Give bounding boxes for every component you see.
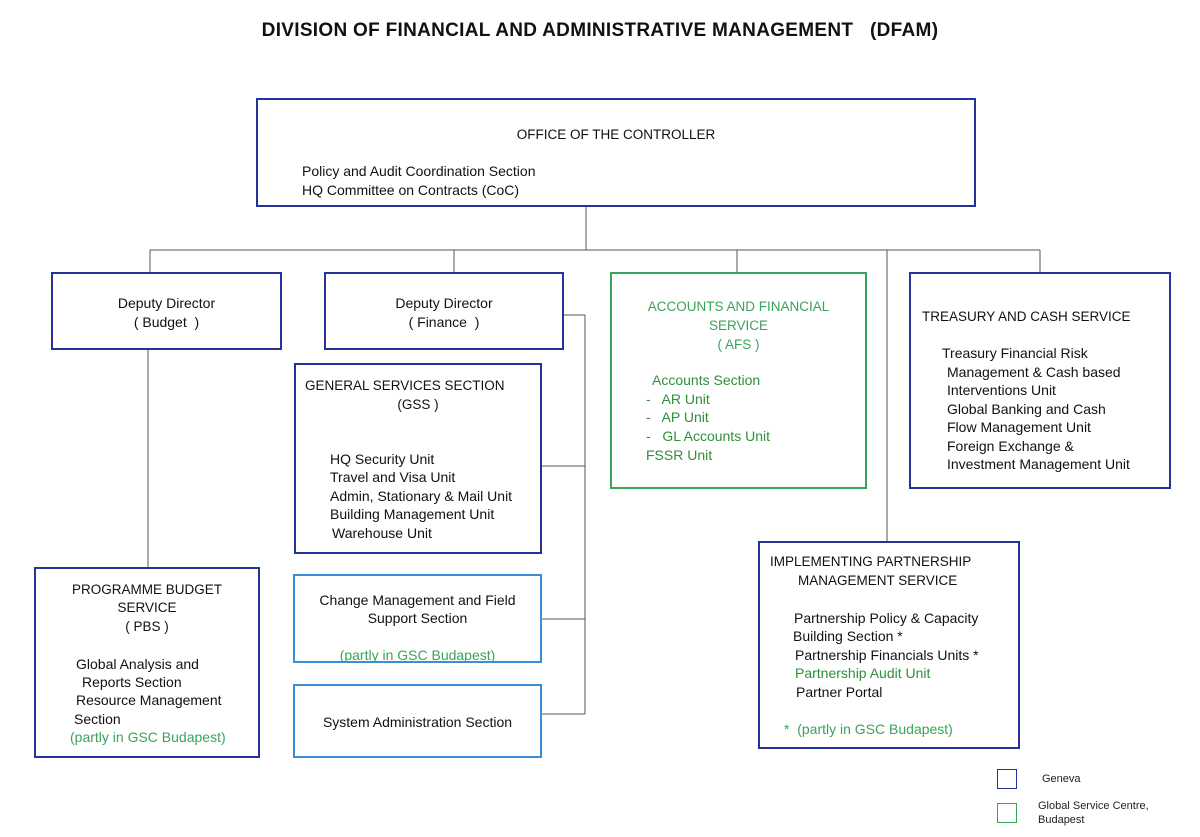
- ipms-item: Building Section *: [793, 628, 903, 644]
- deputy-director-finance-box: Deputy Director ( Finance ): [324, 272, 564, 350]
- office-of-controller-box: OFFICE OF THE CONTROLLER Policy and Audi…: [256, 98, 976, 207]
- pbs-header: ( PBS ): [125, 619, 169, 634]
- treasury-item: Interventions Unit: [947, 382, 1056, 398]
- legend-geneva-swatch: [997, 769, 1017, 789]
- gss-item: Admin, Stationary & Mail Unit: [330, 488, 513, 504]
- afs-item: Accounts Section: [652, 372, 761, 388]
- treasury-item: Investment Management Unit: [947, 456, 1130, 472]
- pbs-item: Global Analysis and: [76, 656, 199, 672]
- change-mgmt-line: Support Section: [367, 610, 468, 626]
- pbs-header: PROGRAMME BUDGET: [71, 582, 222, 597]
- afs-item: - AP Unit: [646, 409, 709, 425]
- sys-admin-label: System Administration Section: [322, 714, 513, 730]
- ipms-green-item: Partnership Audit Unit: [795, 665, 931, 681]
- change-mgmt-line: Change Management and Field: [319, 592, 516, 608]
- gss-item: Warehouse Unit: [332, 525, 432, 541]
- change-management-box: Change Management and Field Support Sect…: [293, 574, 542, 663]
- treasury-item: Flow Management Unit: [947, 419, 1091, 435]
- gss-box: GENERAL SERVICES SECTION (GSS ) HQ Secur…: [294, 363, 542, 554]
- gss-subheader: (GSS ): [397, 397, 439, 412]
- pbs-item: Reports Section: [82, 674, 182, 690]
- pbs-item: Resource Management: [76, 692, 222, 708]
- chart-title: DIVISION OF FINANCIAL AND ADMINISTRATIVE…: [261, 20, 939, 41]
- treasury-box: TREASURY AND CASH SERVICE Treasury Finan…: [909, 272, 1171, 489]
- treasury-item: Treasury Financial Risk: [942, 345, 1088, 361]
- afs-header: ACCOUNTS AND FINANCIAL: [647, 299, 830, 314]
- gss-item: Travel and Visa Unit: [330, 469, 456, 485]
- system-administration-box: System Administration Section: [293, 684, 542, 758]
- legend-gsc-label: Global Service Centre,: [1038, 800, 1149, 812]
- controller-item: HQ Committee on Contracts (CoC): [302, 182, 520, 198]
- ipms-note: * (partly in GSC Budapest): [784, 721, 953, 737]
- afs-item: - AR Unit: [646, 391, 710, 407]
- gss-item: HQ Security Unit: [330, 451, 435, 467]
- treasury-header: TREASURY AND CASH SERVICE: [922, 309, 1131, 324]
- controller-header: OFFICE OF THE CONTROLLER: [516, 127, 716, 142]
- gss-item: Building Management Unit: [330, 506, 495, 522]
- ipms-box: IMPLEMENTING PARTNERSHIP MANAGEMENT SERV…: [758, 541, 1020, 749]
- treasury-item: Management & Cash based: [947, 364, 1121, 380]
- afs-item: - GL Accounts Unit: [646, 428, 770, 444]
- ipms-header: MANAGEMENT SERVICE: [798, 573, 958, 588]
- gss-header: GENERAL SERVICES SECTION: [305, 378, 505, 393]
- treasury-item: Foreign Exchange &: [947, 438, 1074, 454]
- pbs-item: Section: [74, 711, 121, 727]
- dd-budget-title: Deputy Director: [117, 295, 216, 311]
- deputy-director-budget-box: Deputy Director ( Budget ): [51, 272, 282, 350]
- ipms-item: Partnership Policy & Capacity: [794, 610, 979, 626]
- pbs-box: PROGRAMME BUDGET SERVICE ( PBS ) Global …: [34, 567, 260, 758]
- afs-box: ACCOUNTS AND FINANCIAL SERVICE ( AFS ) A…: [610, 272, 867, 489]
- pbs-note: (partly in GSC Budapest): [70, 729, 226, 745]
- pbs-header: SERVICE: [117, 600, 177, 615]
- controller-item: Policy and Audit Coordination Section: [302, 163, 536, 179]
- afs-item: FSSR Unit: [646, 447, 713, 463]
- ipms-header: IMPLEMENTING PARTNERSHIP: [770, 554, 972, 569]
- treasury-item: Global Banking and Cash: [947, 401, 1106, 417]
- legend-geneva-label: Geneva: [1042, 773, 1081, 785]
- afs-header: ( AFS ): [717, 337, 760, 352]
- dd-finance-subtitle: ( Finance ): [408, 314, 480, 330]
- legend-gsc-swatch: [997, 803, 1017, 823]
- dd-budget-subtitle: ( Budget ): [133, 314, 200, 330]
- change-mgmt-note: (partly in GSC Budapest): [339, 647, 496, 663]
- ipms-item: Partnership Financials Units *: [795, 647, 979, 663]
- legend-gsc-label: Budapest: [1038, 814, 1085, 826]
- ipms-item: Partner Portal: [796, 684, 883, 700]
- afs-header: SERVICE: [708, 318, 769, 333]
- dd-finance-title: Deputy Director: [395, 295, 493, 311]
